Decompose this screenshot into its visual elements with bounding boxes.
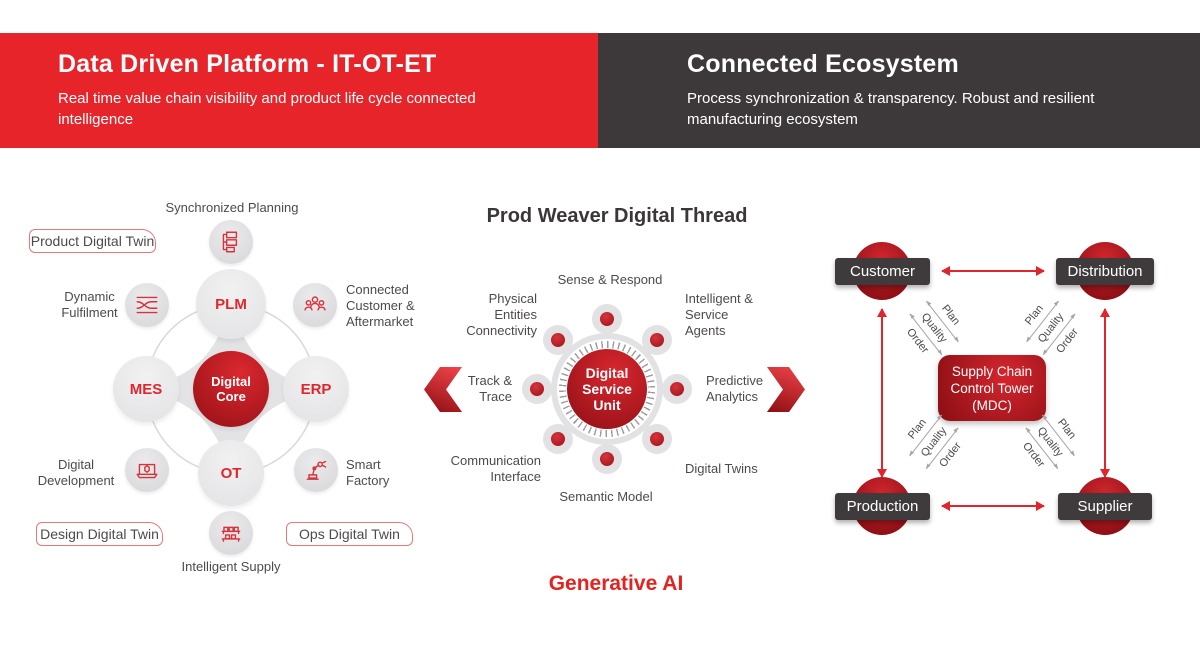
flow-order: Order [937, 440, 964, 470]
flow-order: Order [904, 326, 931, 356]
dynamic-fulfilment-icon-circle [125, 283, 169, 327]
gear-dot [530, 382, 544, 396]
production-supplier-arrow [941, 501, 1045, 511]
label-intelligent-service-agents: Intelligent & Service Agents [685, 291, 753, 338]
gear-dot [600, 312, 614, 326]
customer-production-arrow [877, 308, 887, 478]
label-smart-factory: Smart Factory [346, 457, 390, 488]
label-predictive-analytics: Predictive Analytics [706, 373, 764, 404]
gear-dot [600, 452, 614, 466]
label-intelligent-supply: Intelligent Supply [181, 559, 281, 574]
label-dynamic-fulfilment: Dynamic Fulfilment [61, 289, 118, 320]
header-left-title: Data Driven Platform - IT-OT-ET [58, 50, 437, 78]
node-plm: PLM [196, 269, 266, 339]
label-physical-entities-connectivity: Physical Entities Connectivity [466, 291, 537, 338]
distribution-tag: Distribution [1056, 258, 1154, 285]
label-connected-customer: Connected Customer & Aftermarket [346, 282, 415, 329]
supply-chain-control-tower-box: Supply Chain Control Tower (MDC) [938, 355, 1046, 421]
laptop-cube-icon [136, 463, 158, 479]
node-mes: MES [113, 356, 179, 422]
workflow-icon [222, 231, 238, 253]
supply-chain-control-tower-label: Supply Chain Control Tower (MDC) [950, 363, 1034, 413]
gear-dot [551, 333, 565, 347]
label-digital-twins: Digital Twins [685, 461, 758, 476]
header-left-subtitle: Real time value chain visibility and pro… [58, 90, 476, 128]
robot-arm-icon [306, 460, 327, 480]
intelligent-supply-icon-circle [209, 511, 253, 555]
digital-core-hub: Digital Core [193, 351, 269, 427]
flow-order: Order [1020, 440, 1047, 470]
header-right-subtitle: Process synchronization & transparency. … [687, 90, 1095, 128]
customer-group-icon [304, 296, 326, 311]
label-communication-interface: Communication Interface [450, 453, 541, 484]
gear-dot [551, 432, 565, 446]
mid-diagram-title: Prod Weaver Digital Thread [486, 205, 748, 227]
generative-ai-label: Generative AI [548, 572, 684, 595]
synchronized-planning-icon-circle [209, 220, 253, 264]
node-erp: ERP [283, 356, 349, 422]
label-digital-development: Digital Development [37, 457, 115, 488]
customer-tag: Customer [835, 258, 930, 285]
gear-dot [650, 432, 664, 446]
label-synchronized-planning: Synchronized Planning [165, 200, 299, 215]
ops-digital-twin-box: Ops Digital Twin [286, 522, 413, 546]
smart-factory-icon-circle [294, 448, 338, 492]
product-digital-twin-box: Product Digital Twin [29, 229, 156, 253]
supply-rack-icon [221, 526, 241, 542]
distribution-supplier-arrow [1100, 308, 1110, 478]
supplier-tag: Supplier [1058, 493, 1152, 520]
node-ot: OT [198, 440, 264, 506]
production-tag: Production [835, 493, 930, 520]
digital-service-unit-hub: Digital Service Unit [567, 349, 647, 429]
header-right-panel: Connected Ecosystem Process synchronizat… [598, 33, 1200, 148]
label-semantic-model: Semantic Model [559, 489, 653, 504]
gear-dot [670, 382, 684, 396]
connected-customer-icon-circle [293, 283, 337, 327]
header-left-panel: Data Driven Platform - IT-OT-ET Real tim… [0, 33, 598, 148]
label-track-trace: Track & Trace [467, 373, 512, 404]
flow-plan: Plan [905, 416, 929, 442]
digital-development-icon-circle [125, 448, 169, 492]
gear-dot [650, 333, 664, 347]
digital-core-label: Digital Core [211, 374, 251, 404]
design-digital-twin-box: Design Digital Twin [36, 522, 163, 546]
header-right-title: Connected Ecosystem [687, 50, 959, 78]
crossover-arrows-icon [136, 296, 158, 314]
flow-plan: Plan [1022, 302, 1046, 328]
customer-distribution-arrow [941, 266, 1045, 276]
digital-service-unit-label: Digital Service Unit [582, 365, 632, 413]
flow-order: Order [1054, 326, 1081, 356]
label-sense-respond: Sense & Respond [557, 272, 663, 287]
